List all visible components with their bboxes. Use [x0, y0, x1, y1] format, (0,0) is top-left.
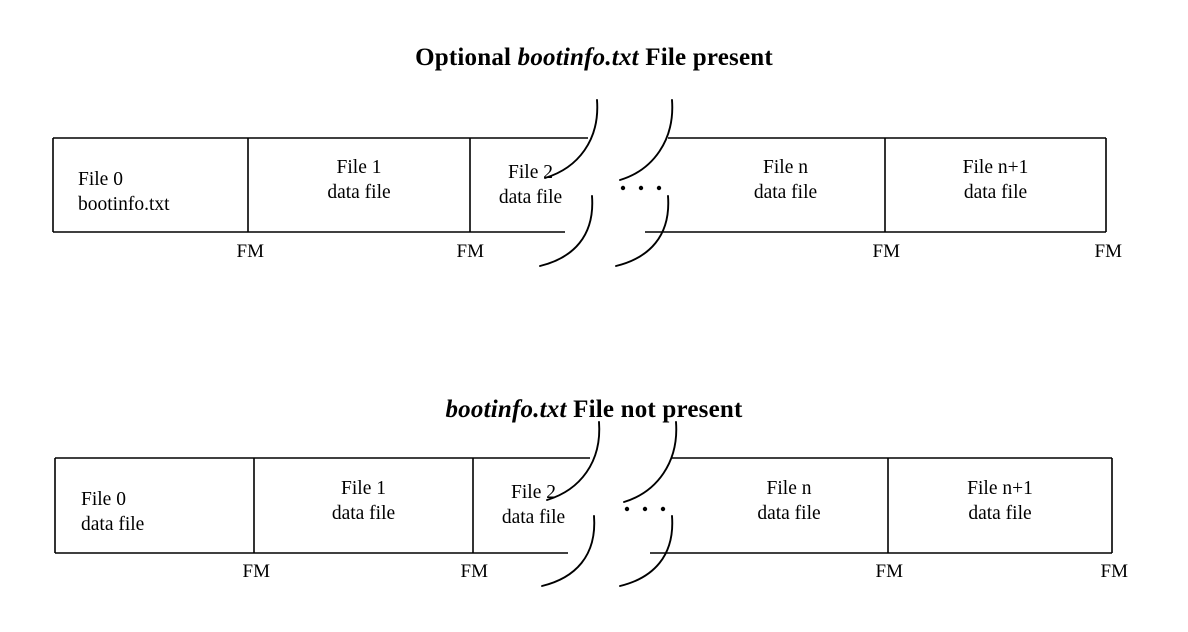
bottom-title-suffix: File not present	[566, 396, 743, 423]
bottom-cell-file-n-plus-1-line2: data file	[968, 503, 1032, 524]
bottom-cell-file-0: File 0 data file	[81, 487, 251, 537]
bottom-cell-file-2-line2: data file	[501, 507, 566, 528]
top-cell-file-n-plus-1-line1: File n+1	[962, 157, 1029, 178]
top-break-curve-right-lower	[615, 195, 670, 267]
bottom-file-mark-0: FM	[242, 561, 270, 582]
top-title-prefix: Optional	[415, 44, 518, 71]
bottom-cell-file-0-line2: data file	[81, 514, 145, 535]
bottom-cell-file-1-line2: data file	[331, 503, 396, 524]
top-cell-file-n-line1: File n	[763, 157, 808, 178]
top-cell-file-n-plus-1-line2: data file	[963, 182, 1028, 203]
bottom-cell-file-n: File n data file	[690, 476, 888, 526]
bottom-break-curve-right-lower	[619, 515, 674, 587]
bottom-break-curve-right-upper	[623, 421, 678, 503]
bottom-cell-file-0-line1: File 0	[81, 489, 126, 510]
bottom-cell-file-2-line1: File 2	[511, 482, 556, 503]
top-cell-file-0: File 0 bootinfo.txt	[78, 167, 248, 217]
bottom-cell-file-n-plus-1: File n+1 data file	[888, 476, 1112, 526]
bottom-file-mark-1: FM	[460, 561, 488, 582]
bottom-ellipsis-dot-3	[660, 506, 666, 512]
top-cell-file-n-plus-1: File n+1 data file	[885, 155, 1106, 205]
bottom-cell-file-1: File 1 data file	[254, 476, 473, 526]
top-file-mark-3: FM	[1094, 241, 1122, 262]
top-ellipsis-dot-1	[620, 185, 626, 191]
bottom-file-mark-2: FM	[875, 561, 903, 582]
top-cell-file-0-line2: bootinfo.txt	[78, 194, 170, 215]
bottom-title-filename: bootinfo.txt	[445, 396, 567, 423]
top-cell-file-n: File n data file	[686, 155, 885, 205]
bottom-cell-file-n-line1: File n	[766, 478, 812, 499]
top-cell-file-1: File 1 data file	[248, 155, 470, 205]
top-ellipsis-dot-2	[638, 185, 644, 191]
top-file-mark-1: FM	[456, 241, 484, 262]
bottom-file-mark-3: FM	[1100, 561, 1128, 582]
top-diagram-title: Optional bootinfo.txt File present	[0, 44, 1188, 72]
top-cell-file-1-line1: File 1	[336, 157, 382, 178]
bottom-diagram-title: bootinfo.txt File not present	[0, 396, 1188, 424]
top-cell-file-n-line2: data file	[753, 182, 818, 203]
bottom-cell-file-n-plus-1-line1: File n+1	[967, 478, 1033, 499]
top-cell-file-2-line1: File 2	[508, 162, 553, 183]
bottom-cell-file-1-line1: File 1	[341, 478, 386, 499]
bottom-ellipsis-dot-2	[642, 506, 648, 512]
top-file-mark-2: FM	[872, 241, 900, 262]
top-ellipsis-dot-3	[656, 185, 662, 191]
top-title-filename: bootinfo.txt	[517, 44, 639, 71]
top-cell-file-2-line2: data file	[498, 187, 563, 208]
top-cell-file-0-line1: File 0	[78, 169, 123, 190]
top-cell-file-2: File 2 data file	[468, 160, 593, 210]
top-title-suffix: File present	[638, 44, 773, 71]
bottom-cell-file-n-line2: data file	[757, 503, 821, 524]
top-file-mark-0: FM	[236, 241, 264, 262]
top-cell-file-1-line2: data file	[327, 182, 391, 203]
bottom-ellipsis-dot-1	[624, 506, 630, 512]
top-break-curve-right-upper	[619, 99, 674, 181]
bottom-cell-file-2: File 2 data file	[471, 480, 596, 530]
